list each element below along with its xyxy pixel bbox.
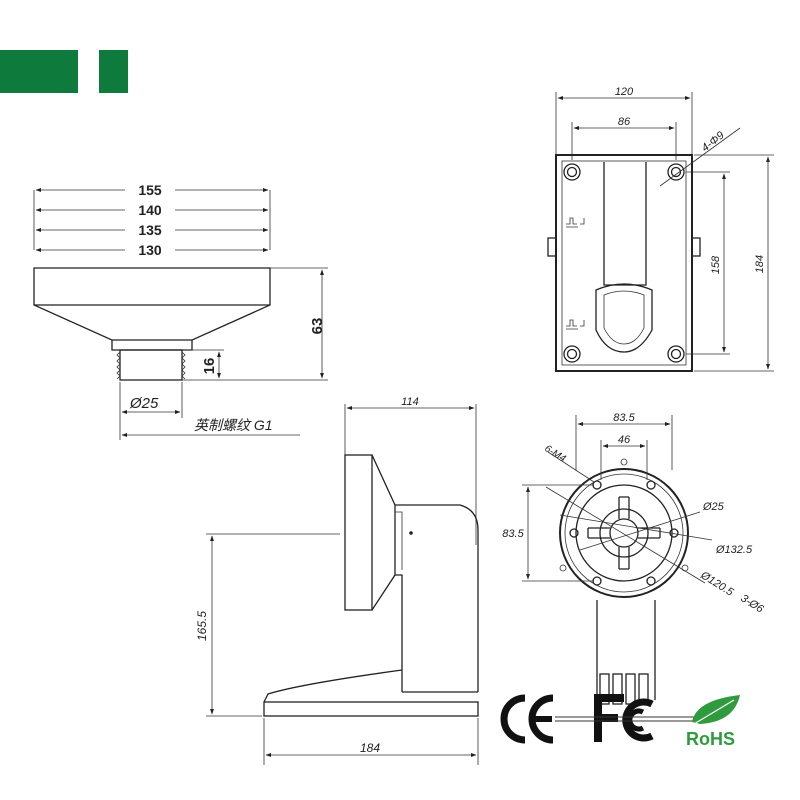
rohs-label: RoHS bbox=[686, 729, 735, 749]
dim-114: 114 bbox=[401, 396, 419, 408]
dim-165-5: 165.5 bbox=[195, 611, 209, 641]
ce-logo-c bbox=[500, 694, 526, 744]
dim-thread-diameter: Ø25 bbox=[129, 395, 159, 412]
dim-83-5-top: 83.5 bbox=[613, 412, 635, 424]
thread-note: 英制螺纹 G1 bbox=[194, 417, 273, 433]
dim-120: 120 bbox=[615, 86, 634, 98]
side-profile-view: 114 165.5 184 bbox=[195, 396, 479, 765]
dim-83-5-left: 83.5 bbox=[502, 528, 524, 540]
dim-4-holes: 4-Φ9 bbox=[699, 129, 726, 154]
dim-155: 155 bbox=[138, 182, 162, 198]
fc-logo bbox=[594, 694, 624, 742]
back-plate-view: 120 86 4-Φ9 158 184 bbox=[547, 86, 774, 372]
dim-140: 140 bbox=[138, 202, 162, 218]
dim-3-holes: 3-Ø6 bbox=[738, 592, 766, 616]
dim-184-side: 184 bbox=[360, 741, 380, 755]
rohs-leaf-icon bbox=[692, 695, 740, 724]
dim-16: 16 bbox=[201, 358, 218, 375]
flange-view: 83.5 46 6-M4 83.5 Ø25 Ø132.5 Ø120.5 3-Ø6 bbox=[502, 412, 766, 705]
dim-dia-132-5: Ø132.5 bbox=[715, 544, 753, 556]
ce-logo-e bbox=[528, 694, 554, 744]
dim-158: 158 bbox=[710, 255, 722, 274]
dim-dia-25: Ø25 bbox=[702, 501, 725, 513]
cover-view: 155 140 135 130 63 16 Ø25 英制螺纹 G1 bbox=[33, 182, 328, 440]
dim-dia-120-5: Ø120.5 bbox=[698, 569, 737, 599]
dim-86: 86 bbox=[618, 116, 631, 128]
brand-bar-large bbox=[0, 50, 78, 93]
certification-logos: RoHS bbox=[500, 694, 740, 749]
brand-bar-small bbox=[99, 50, 128, 93]
dim-130: 130 bbox=[138, 242, 162, 258]
dim-135: 135 bbox=[138, 222, 162, 238]
dim-46: 46 bbox=[618, 434, 631, 446]
dim-6-m4: 6-M4 bbox=[542, 443, 568, 465]
dim-63: 63 bbox=[309, 318, 326, 335]
dim-184-back: 184 bbox=[754, 255, 766, 273]
